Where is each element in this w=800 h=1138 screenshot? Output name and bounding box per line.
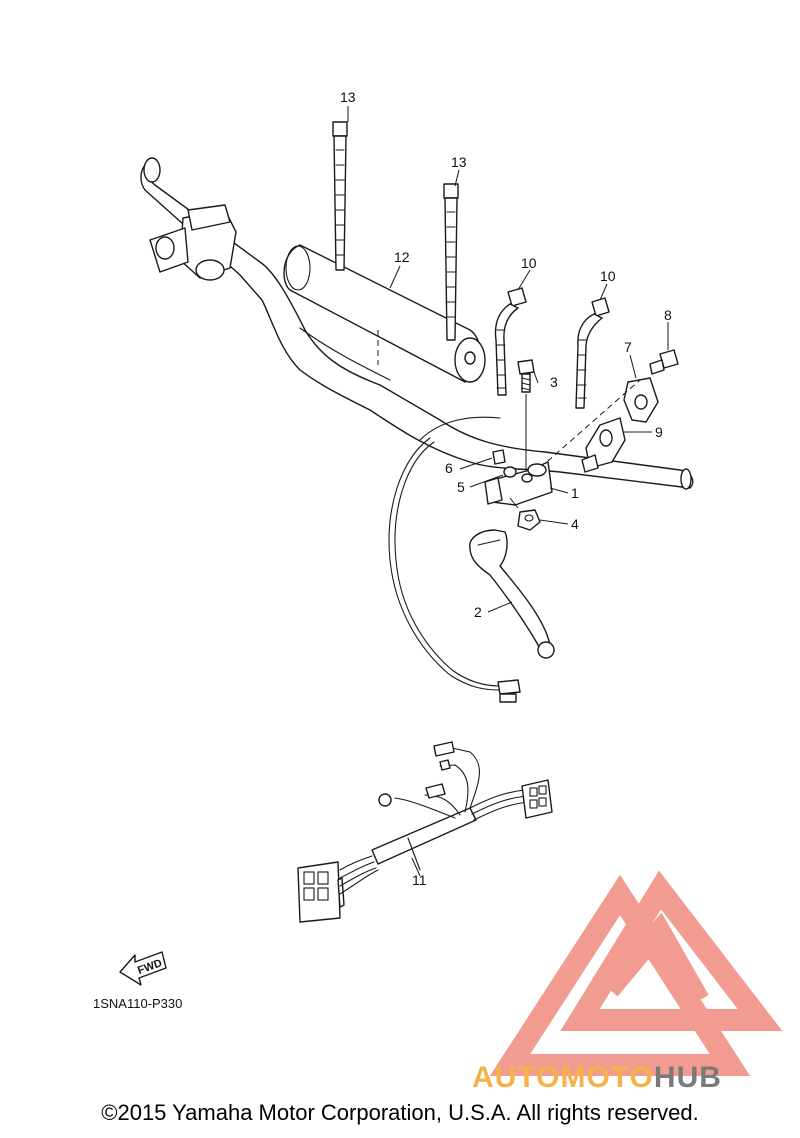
callout-13a: 13 xyxy=(340,89,356,105)
lever-holder-1 xyxy=(484,461,553,506)
lever-2 xyxy=(469,529,555,659)
fwd-arrow-icon: FWD xyxy=(119,951,167,986)
callout-8: 8 xyxy=(664,307,672,323)
washer-5 xyxy=(503,466,517,478)
callout-13b: 13 xyxy=(451,154,467,170)
bolt-8 xyxy=(649,349,679,375)
cable-tie-10a xyxy=(494,287,527,396)
callout-7: 7 xyxy=(624,339,632,355)
watermark-brand-hub: HUB xyxy=(654,1061,722,1094)
bolt-3 xyxy=(517,359,535,470)
callout-10b: 10 xyxy=(600,268,616,284)
alignment-line xyxy=(539,379,641,469)
callout-labels: 13 13 12 10 10 8 7 3 9 6 5 1 4 2 11 xyxy=(340,89,672,888)
left-switch-assembly xyxy=(149,204,237,281)
callout-10a: 10 xyxy=(521,255,537,271)
wire-harness-11 xyxy=(297,741,553,923)
callout-3: 3 xyxy=(550,374,558,390)
callout-leaders xyxy=(347,106,669,877)
holder-7 xyxy=(623,377,659,423)
diagram-code: 1SNA110-P330 xyxy=(93,996,182,1011)
watermark-brand: AUTOMOTOHUB xyxy=(472,1061,722,1094)
handlebar-pad xyxy=(283,244,486,383)
watermark-brand-auto: AUTOMOTO xyxy=(472,1061,654,1094)
automotohub-logo-icon xyxy=(489,870,783,1076)
callout-12: 12 xyxy=(394,249,410,265)
cable-tie-13b xyxy=(443,183,459,341)
callout-6: 6 xyxy=(445,460,453,476)
copyright-notice: ©2015 Yamaha Motor Corporation, U.S.A. A… xyxy=(101,1100,699,1125)
handlebar xyxy=(140,157,694,490)
cable-tie-13a xyxy=(332,121,348,271)
callout-2: 2 xyxy=(474,604,482,620)
cable xyxy=(388,437,521,703)
nut-4 xyxy=(509,497,541,531)
cable-tie-10b xyxy=(575,297,610,409)
callout-1: 1 xyxy=(571,485,579,501)
screw-6 xyxy=(492,449,506,465)
callout-4: 4 xyxy=(571,516,579,532)
switch-9 xyxy=(581,417,626,473)
callout-5: 5 xyxy=(457,479,465,495)
callout-11: 11 xyxy=(412,872,427,888)
callout-9: 9 xyxy=(655,424,663,440)
